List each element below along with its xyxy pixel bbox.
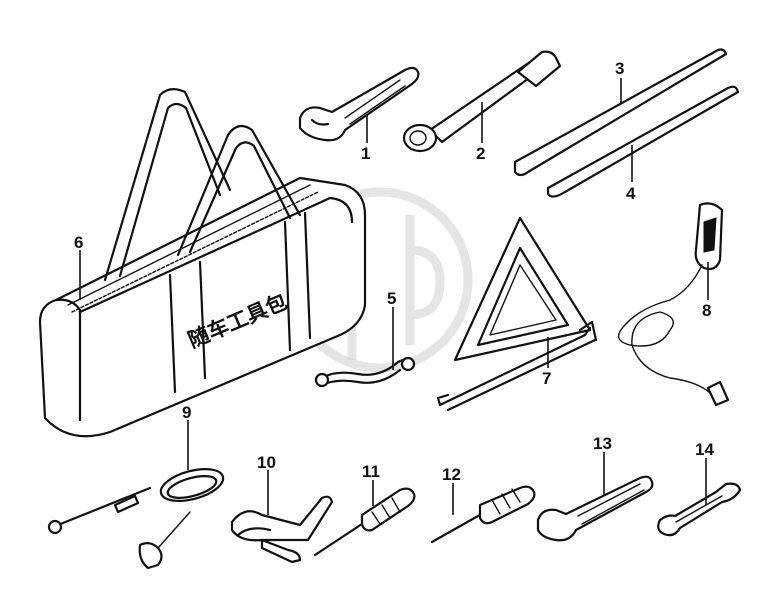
screwdriver-phillips-part — [430, 485, 536, 544]
callout-14: 14 — [695, 440, 714, 459]
callout-9: 9 — [182, 403, 191, 422]
air-hose-part — [47, 468, 225, 570]
callout-11: 11 — [362, 462, 380, 481]
callout-5: 5 — [387, 289, 396, 308]
adjustable-wrench-large-part — [536, 475, 654, 542]
callout-12: 12 — [442, 465, 461, 484]
pry-bar-long-part — [513, 48, 728, 177]
open-end-spanner-part — [657, 482, 742, 537]
callout-13: 13 — [593, 434, 612, 453]
inspection-lamp-part — [617, 202, 730, 407]
screwdriver-flat-part — [313, 487, 416, 557]
callout-1: 1 — [361, 144, 370, 163]
pliers-part — [230, 495, 334, 564]
adjustable-wrench-part — [298, 66, 420, 142]
callout-4: 4 — [626, 184, 636, 203]
tire-wrench-part — [402, 50, 562, 153]
callout-2: 2 — [476, 144, 485, 163]
callout-3: 3 — [615, 59, 624, 78]
callout-labels: 1 2 3 4 5 6 7 8 9 10 11 12 13 14 — [74, 59, 714, 484]
callout-10: 10 — [257, 453, 276, 472]
tool-bag-part: 随车工具包 — [38, 88, 367, 438]
callout-7: 7 — [542, 369, 551, 388]
callout-6: 6 — [74, 233, 83, 252]
warning-triangle-part — [436, 216, 598, 412]
cable-hook-part — [314, 356, 416, 388]
callout-8: 8 — [702, 301, 711, 320]
leader-lines — [79, 78, 709, 515]
pry-bar-short-part — [546, 85, 740, 198]
